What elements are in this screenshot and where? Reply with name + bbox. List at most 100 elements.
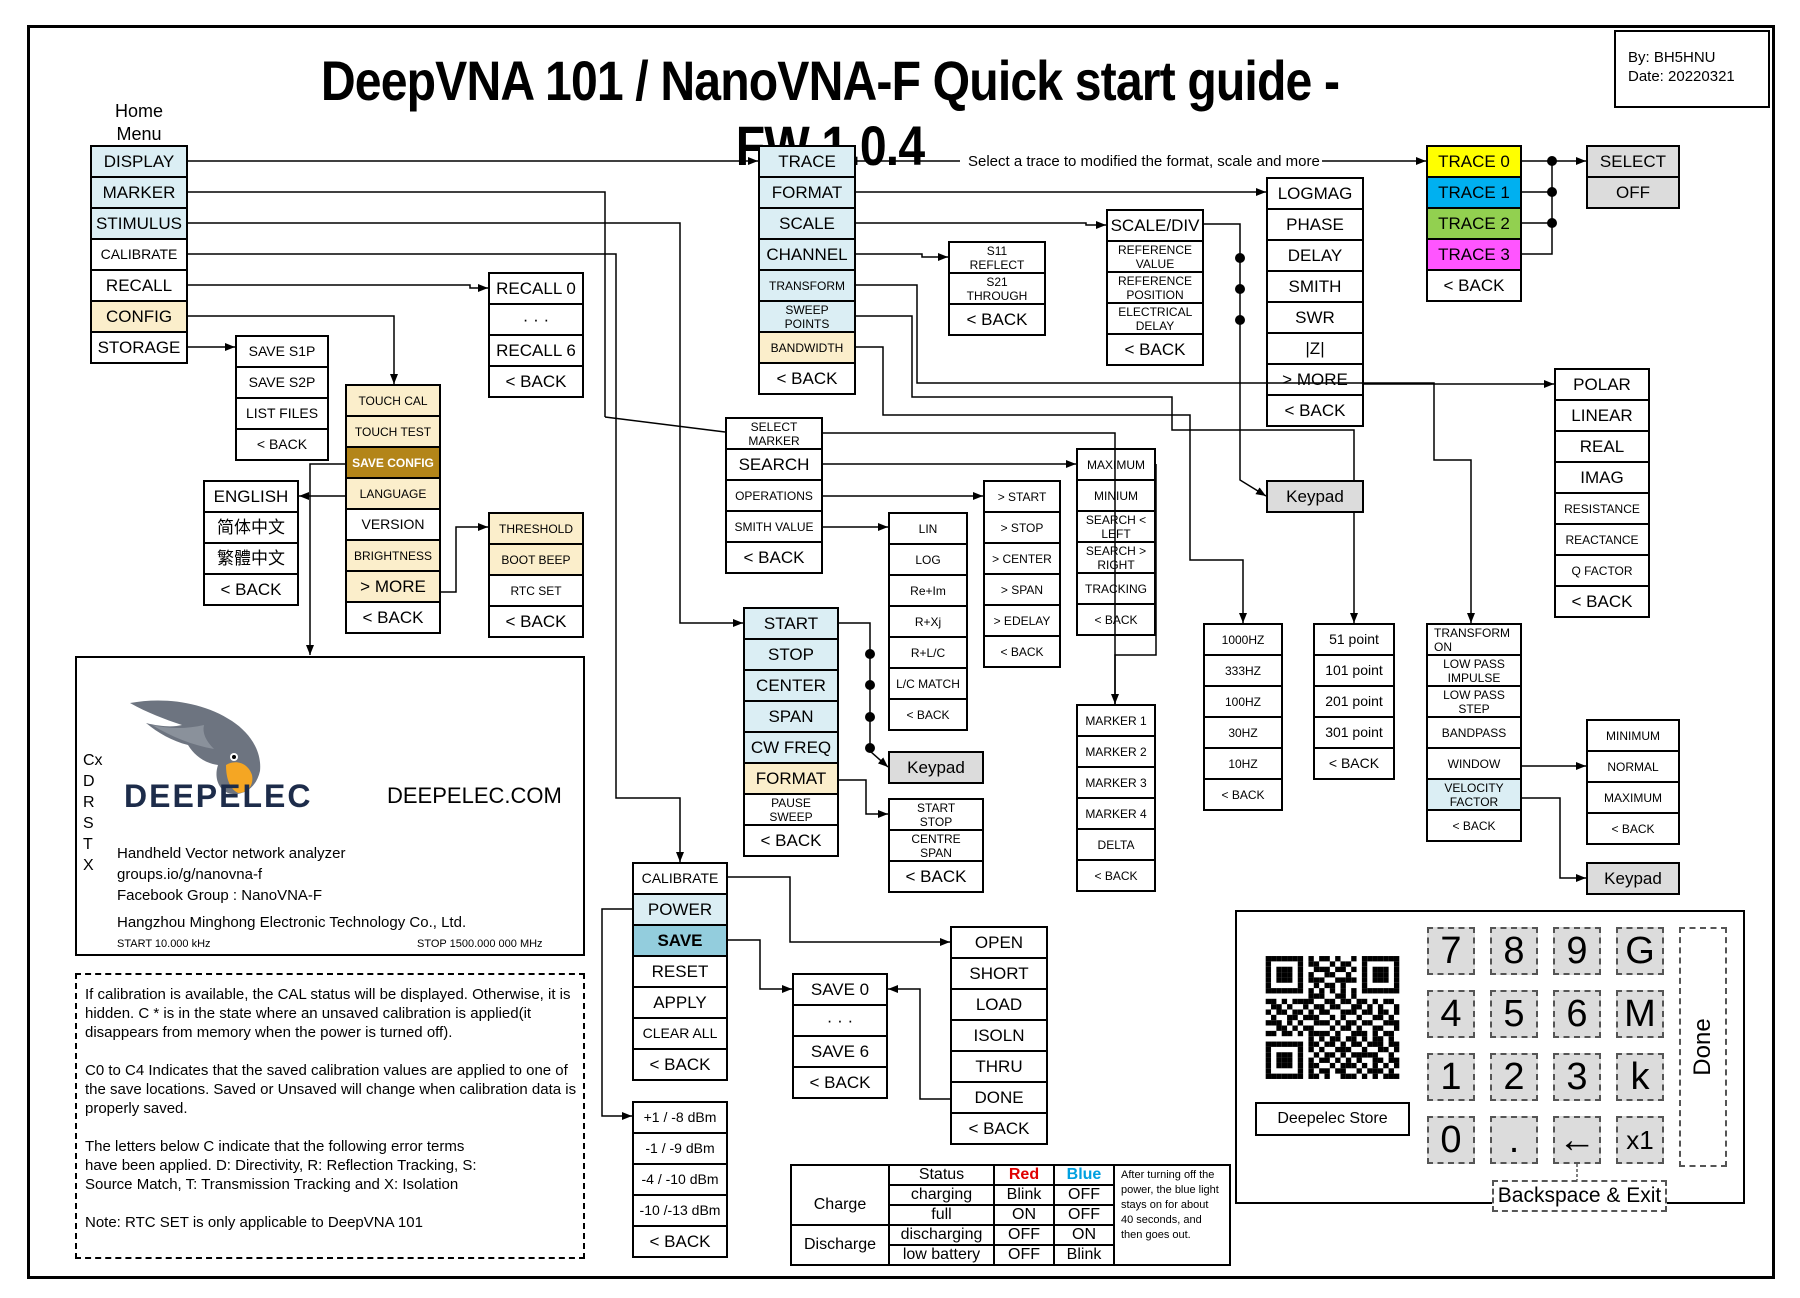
menu-power-back[interactable]: < BACK [632,1225,728,1258]
menu-smith-back[interactable]: < BACK [888,698,968,731]
menu-lin[interactable]: LIN [888,512,968,545]
menu-window-back[interactable]: < BACK [1586,812,1680,845]
menu-q-factor[interactable]: Q FACTOR [1554,554,1650,587]
menu-start-stop[interactable]: START STOP [888,798,984,831]
menu-scale-back[interactable]: < BACK [1106,333,1204,366]
key-9[interactable]: 9 [1553,927,1601,975]
menu-smith[interactable]: SMITH [1266,270,1364,303]
menu-reactance[interactable]: REACTANCE [1554,523,1650,556]
menu-span[interactable]: SPAN [743,700,839,733]
menu-english[interactable]: ENGLISH [203,480,299,513]
menu-cal-apply[interactable]: APPLY [632,986,728,1019]
menu-imag[interactable]: IMAG [1554,461,1650,494]
menu-op-start[interactable]: > START [983,480,1061,513]
menu-recall-back[interactable]: < BACK [488,365,584,398]
keypad-button[interactable]: Keypad [1266,480,1364,513]
menu-recall-6[interactable]: RECALL 6 [488,334,584,367]
menu-list-files[interactable]: LIST FILES [235,397,329,430]
menu-channel[interactable]: CHANNEL [758,238,856,271]
key-6[interactable]: 6 [1553,990,1601,1038]
menu-op-span[interactable]: > SPAN [983,573,1061,606]
menu-minium[interactable]: MINIUM [1076,479,1156,512]
menu-storage-back[interactable]: < BACK [235,428,329,461]
menu-stim-format-back[interactable]: < BACK [888,860,984,893]
key-x1[interactable]: x1 [1616,1116,1664,1164]
menu-cal-reset[interactable]: RESET [632,955,728,988]
menu-boot-beep[interactable]: BOOT BEEP [488,543,584,576]
menu-power-3[interactable]: -4 / -10 dBm [632,1163,728,1196]
menu-config[interactable]: CONFIG [90,300,188,333]
menu-save-s2p[interactable]: SAVE S2P [235,366,329,399]
menu-cal-steps-back[interactable]: < BACK [950,1112,1048,1145]
menu-thru[interactable]: THRU [950,1050,1048,1083]
menu-brightness[interactable]: BRIGHTNESS [345,539,441,572]
menu-transform[interactable]: TRANSFORM [758,269,856,302]
menu-select-marker-back[interactable]: < BACK [1076,859,1156,892]
menu-s11-reflect[interactable]: S11 REFLECT [948,241,1046,274]
menu-maximum[interactable]: MAXIMUM [1076,448,1156,481]
menu-linear[interactable]: LINEAR [1554,399,1650,432]
menu-isoln[interactable]: ISOLN [950,1019,1048,1052]
menu-phase[interactable]: PHASE [1266,208,1364,241]
key-5[interactable]: 5 [1490,990,1538,1038]
menu-re-im[interactable]: Re+Im [888,574,968,607]
key-g[interactable]: G [1616,927,1664,975]
menu-marker-back[interactable]: < BACK [725,541,823,574]
menu-channel-back[interactable]: < BACK [948,303,1046,336]
menu-display-back[interactable]: < BACK [758,362,856,395]
menu-touch-cal[interactable]: TOUCH CAL [345,384,441,417]
menu-calibrate[interactable]: CALIBRATE [90,238,188,271]
menu-transform-on[interactable]: TRANSFORM ON [1426,623,1522,656]
menu-window-maximum[interactable]: MAXIMUM [1586,781,1680,814]
menu-trace-2[interactable]: TRACE 2 [1426,207,1522,240]
menu-storage[interactable]: STORAGE [90,331,188,364]
menu-simplified-chinese[interactable]: 简体中文 [203,511,299,544]
menu-10hz[interactable]: 10HZ [1203,747,1283,780]
menu-window-normal[interactable]: NORMAL [1586,750,1680,783]
key-dot[interactable]: . [1490,1116,1538,1164]
menu-marker-2[interactable]: MARKER 2 [1076,735,1156,768]
menu-save-back[interactable]: < BACK [792,1066,888,1099]
menu-z[interactable]: |Z| [1266,332,1364,365]
menu-sweep-points[interactable]: SWEEP POINTS [758,300,856,333]
menu-scale[interactable]: SCALE [758,207,856,240]
menu-save-config[interactable]: SAVE CONFIG [345,446,441,479]
menu-search[interactable]: SEARCH [725,448,823,481]
menu-short[interactable]: SHORT [950,957,1048,990]
menu-lc-match[interactable]: L/C MATCH [888,667,968,700]
menu-cw-freq[interactable]: CW FREQ [743,731,839,764]
menu-save-6[interactable]: SAVE 6 [792,1035,888,1068]
keypad-button[interactable]: Keypad [888,751,984,784]
menu-threshold[interactable]: THRESHOLD [488,512,584,545]
menu-delta[interactable]: DELTA [1076,828,1156,861]
key-2[interactable]: 2 [1490,1053,1538,1101]
menu-polar-back[interactable]: < BACK [1554,585,1650,618]
menu-velocity-factor[interactable]: VELOCITY FACTOR [1426,778,1522,811]
menu-centre-span[interactable]: CENTRE SPAN [888,829,984,862]
menu-cal-clear-all[interactable]: CLEAR ALL [632,1017,728,1050]
menu-101-point[interactable]: 101 point [1313,654,1395,687]
menu-save-s1p[interactable]: SAVE S1P [235,335,329,368]
menu-save-0[interactable]: SAVE 0 [792,973,888,1006]
menu-stop[interactable]: STOP [743,638,839,671]
menu-recall-0[interactable]: RECALL 0 [488,272,584,305]
menu-stimulus-back[interactable]: < BACK [743,824,839,857]
menu-marker[interactable]: MARKER [90,176,188,209]
menu-pause-sweep[interactable]: PAUSE SWEEP [743,793,839,826]
menu-more-back[interactable]: < BACK [488,605,584,638]
menu-stimulus[interactable]: STIMULUS [90,207,188,240]
menu-search-back[interactable]: < BACK [1076,603,1156,636]
menu-cal-power[interactable]: POWER [632,893,728,926]
menu-language-back[interactable]: < BACK [203,573,299,606]
menu-trace-3[interactable]: TRACE 3 [1426,238,1522,271]
menu-rtc-set[interactable]: RTC SET [488,574,584,607]
keypad-button[interactable]: Keypad [1586,862,1680,895]
menu-reference-position[interactable]: REFERENCE POSITION [1106,271,1204,304]
key-0[interactable]: 0 [1427,1116,1475,1164]
menu-op-back[interactable]: < BACK [983,635,1061,668]
menu-stim-format[interactable]: FORMAT [743,762,839,795]
key-k[interactable]: k [1616,1053,1664,1101]
menu-language[interactable]: LANGUAGE [345,477,441,510]
menu-trace-0[interactable]: TRACE 0 [1426,145,1522,178]
menu-log[interactable]: LOG [888,543,968,576]
